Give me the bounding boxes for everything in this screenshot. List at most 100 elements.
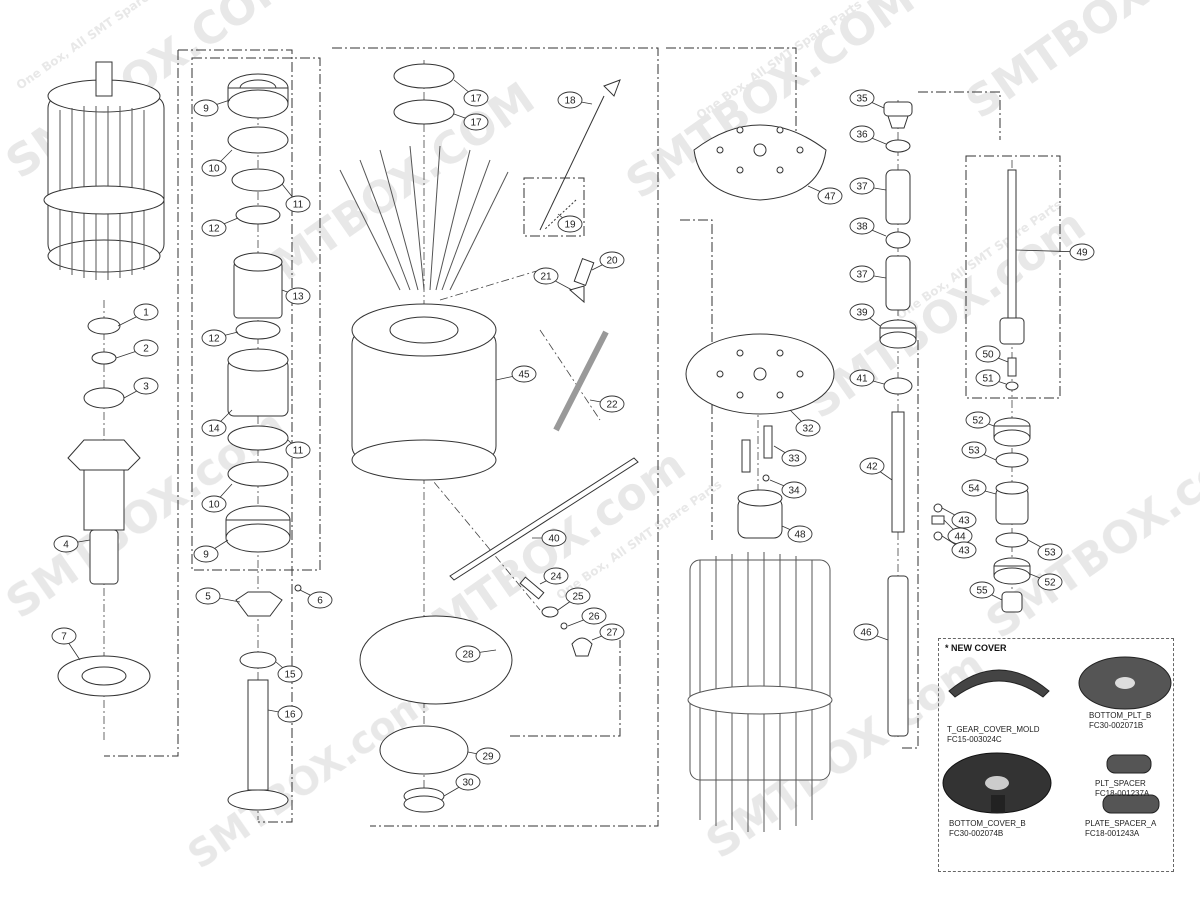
callout-bubble <box>1069 243 1095 261</box>
callout-52: 52 <box>965 411 995 429</box>
callout-bubble <box>965 411 991 429</box>
callout-number: 15 <box>284 670 296 681</box>
callout-number: 21 <box>540 272 552 283</box>
callout-18: 18 <box>557 91 593 109</box>
callout-number: 2 <box>143 344 149 355</box>
part-48 <box>737 489 783 539</box>
part-5 <box>235 591 283 617</box>
part-45 <box>351 303 497 481</box>
part-10 <box>227 126 289 154</box>
part-55 <box>1001 591 1023 613</box>
part-code: FC30-002074B <box>949 829 1004 838</box>
part-46 <box>887 575 909 737</box>
part-12b <box>235 320 281 340</box>
callout-number: 43 <box>958 516 970 527</box>
callout-53: 53 <box>961 441 997 461</box>
plate-spacer-a-image <box>1102 794 1160 814</box>
callout-bubble <box>51 627 77 645</box>
callout-50: 50 <box>975 345 1009 363</box>
callout-number: 13 <box>292 292 304 303</box>
part-9-top <box>227 73 289 119</box>
part-47 <box>693 124 827 201</box>
callout-28: 28 <box>455 645 497 663</box>
callout-number: 22 <box>606 400 618 411</box>
callout-12: 12 <box>201 329 239 347</box>
callout-43: 43 <box>941 507 977 529</box>
callout-bubble <box>859 457 885 475</box>
callout-bubble <box>849 177 875 195</box>
callout-number: 39 <box>856 308 868 319</box>
callout-bubble <box>193 545 219 563</box>
callout-bubble <box>285 441 311 459</box>
part-14 <box>227 348 289 417</box>
callout-number: 4 <box>63 540 69 551</box>
part-22 <box>553 330 609 432</box>
callout-22: 22 <box>589 395 625 413</box>
callout-1: 1 <box>117 303 159 327</box>
plt-spacer-image <box>1106 754 1152 774</box>
callout-bubble <box>565 587 591 605</box>
part-39 <box>879 319 917 349</box>
callout-number: 1 <box>143 308 149 319</box>
callout-12: 12 <box>201 217 239 237</box>
part-49 <box>999 169 1025 345</box>
callout-number: 50 <box>982 350 994 361</box>
part-12 <box>235 205 281 225</box>
callout-7: 7 <box>51 627 81 661</box>
part-24 <box>519 576 545 600</box>
callout-17: 17 <box>453 113 489 131</box>
callout-bubble <box>557 215 583 233</box>
new-cover-drawings <box>942 656 1172 814</box>
callout-bubble <box>1037 573 1063 591</box>
callout-number: 42 <box>866 462 878 473</box>
part-3 <box>83 387 125 409</box>
callout-2: 2 <box>115 339 159 359</box>
callout-bubble <box>849 303 875 321</box>
callout-3: 3 <box>123 377 159 399</box>
part-40 <box>449 457 639 581</box>
callout-bubble <box>277 705 303 723</box>
part-43b <box>933 531 943 541</box>
part-30 <box>403 787 445 813</box>
part-34 <box>762 474 770 482</box>
callout-number: 24 <box>550 572 562 583</box>
callout-bubble <box>849 217 875 235</box>
group-frame <box>965 155 1061 399</box>
callout-number: 53 <box>968 446 980 457</box>
part-33b <box>763 425 773 459</box>
part-drawings <box>43 61 1031 832</box>
callout-number: 52 <box>1044 578 1056 589</box>
callout-number: 47 <box>824 192 836 203</box>
callout-48: 48 <box>781 525 813 543</box>
bottom-plt-b-caption: BOTTOM_PLT_B FC30-002071B <box>1089 711 1151 731</box>
callout-bubble <box>201 219 227 237</box>
callout-bubble <box>581 607 607 625</box>
callout-46: 46 <box>853 623 889 641</box>
part-37 <box>885 169 911 225</box>
callout-47: 47 <box>807 185 843 205</box>
part-code: FC18-001237A <box>1095 789 1150 798</box>
part-name: PLATE_SPACER_A <box>1085 819 1157 828</box>
part-4 <box>67 439 141 585</box>
callout-number: 52 <box>972 416 984 427</box>
callout-5: 5 <box>195 587 241 605</box>
part-50 <box>1007 357 1017 377</box>
part-code: FC15-003024C <box>947 735 1002 744</box>
callout-6: 6 <box>299 589 333 609</box>
callout-bubble <box>201 419 227 437</box>
callout-bubble <box>133 339 159 357</box>
callout-9: 9 <box>193 99 231 117</box>
watermark-brand: SMTBOX.com <box>180 679 437 877</box>
bottom-plt-b-image <box>1078 656 1172 710</box>
callout-35: 35 <box>849 89 885 109</box>
callout-number: 53 <box>1044 548 1056 559</box>
group-frame <box>523 177 585 237</box>
nozzle-bundle <box>687 552 833 832</box>
callout-37: 37 <box>849 265 887 283</box>
callout-15: 15 <box>275 661 303 683</box>
callout-number: 37 <box>856 270 868 281</box>
callout-number: 11 <box>293 446 304 457</box>
callout-number: 29 <box>482 752 494 763</box>
callout-number: 12 <box>208 224 220 235</box>
